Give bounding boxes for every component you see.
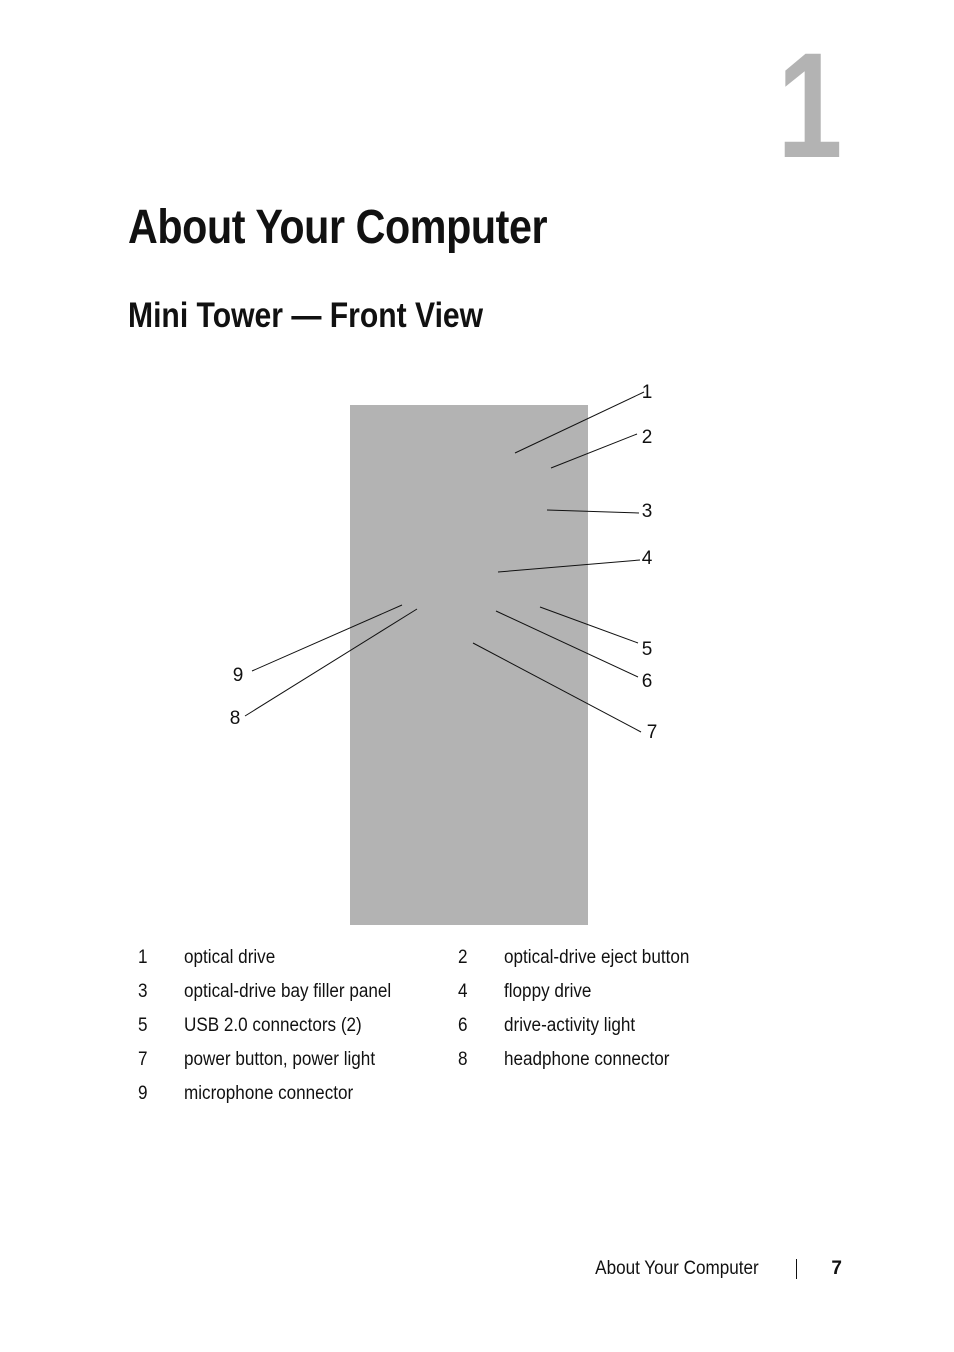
legend-text: microphone connector: [184, 1083, 354, 1104]
callout-leader-line-5: [539, 606, 639, 644]
legend-number: 7: [138, 1049, 148, 1070]
footer-divider: [796, 1259, 798, 1279]
legend-row: 7 power button, power light 8 headphone …: [138, 1043, 778, 1077]
legend-table: 1 optical drive 2 optical-drive eject bu…: [138, 941, 778, 1111]
callout-leader-line-8: [244, 608, 418, 717]
legend-row: 9 microphone connector: [138, 1077, 778, 1111]
legend-item: 6 drive-activity light: [458, 1015, 778, 1037]
callout-group: 1 2 3 4 5 6 7 8 9: [230, 382, 658, 743]
page-number: 7: [831, 1258, 842, 1279]
section-title: Mini Tower — Front View: [128, 296, 484, 335]
callout-number-7: 7: [647, 722, 658, 743]
callout-leader-line-6: [495, 610, 639, 678]
front-view-figure: 1 2 3 4 5 6 7 8 9: [230, 382, 658, 925]
legend-item: 7 power button, power light: [138, 1049, 458, 1071]
callout-number-2: 2: [642, 427, 653, 448]
legend-item: 4 floppy drive: [458, 981, 778, 1003]
legend-text: optical-drive eject button: [504, 947, 690, 968]
callout-number-6: 6: [642, 671, 653, 692]
legend-text: headphone connector: [504, 1049, 670, 1070]
legend-row: 3 optical-drive bay filler panel 4 flopp…: [138, 975, 778, 1009]
callout-number-1: 1: [642, 382, 653, 403]
legend-row: 1 optical drive 2 optical-drive eject bu…: [138, 941, 778, 975]
legend-number: 4: [458, 981, 468, 1002]
legend-item: 9 microphone connector: [138, 1083, 472, 1105]
chapter-title: About Your Computer: [128, 201, 548, 254]
legend-text: optical-drive bay filler panel: [184, 981, 392, 1002]
legend-item: 8 headphone connector: [458, 1049, 778, 1071]
callout-leader-line-9: [251, 604, 403, 672]
legend-number: 9: [138, 1083, 148, 1104]
legend-item: 5 USB 2.0 connectors (2): [138, 1015, 458, 1037]
callout-number-5: 5: [642, 639, 653, 660]
legend-number: 5: [138, 1015, 148, 1036]
computer-front-panel: [350, 405, 588, 925]
callout-leader-line-1: [514, 391, 645, 454]
legend-number: 8: [458, 1049, 468, 1070]
legend-number: 2: [458, 947, 468, 968]
page-footer: About Your Computer 7: [577, 1255, 842, 1283]
chapter-number: 1: [776, 21, 842, 189]
callout-number-9: 9: [233, 665, 244, 686]
callout-leader-line-7: [472, 642, 642, 733]
callout-leader-line-3: [546, 509, 640, 514]
legend-text: USB 2.0 connectors (2): [184, 1015, 362, 1036]
legend-number: 1: [138, 947, 148, 968]
callout-number-8: 8: [230, 708, 241, 729]
legend-item: 3 optical-drive bay filler panel: [138, 981, 458, 1003]
callout-leader-line-4: [497, 559, 641, 573]
footer-chapter-title: About Your Computer: [594, 1258, 759, 1279]
legend-text: optical drive: [184, 947, 276, 968]
callout-leader-line-2: [550, 433, 638, 469]
legend-text: drive-activity light: [504, 1015, 636, 1036]
legend-text: floppy drive: [504, 981, 592, 1002]
legend-text: power button, power light: [184, 1049, 376, 1070]
callout-number-3: 3: [642, 501, 653, 522]
legend-item: 2 optical-drive eject button: [458, 947, 778, 969]
legend-number: 6: [458, 1015, 468, 1036]
callout-number-4: 4: [642, 548, 653, 569]
legend-item: 1 optical drive: [138, 947, 458, 969]
legend-number: 3: [138, 981, 148, 1002]
legend-row: 5 USB 2.0 connectors (2) 6 drive-activit…: [138, 1009, 778, 1043]
